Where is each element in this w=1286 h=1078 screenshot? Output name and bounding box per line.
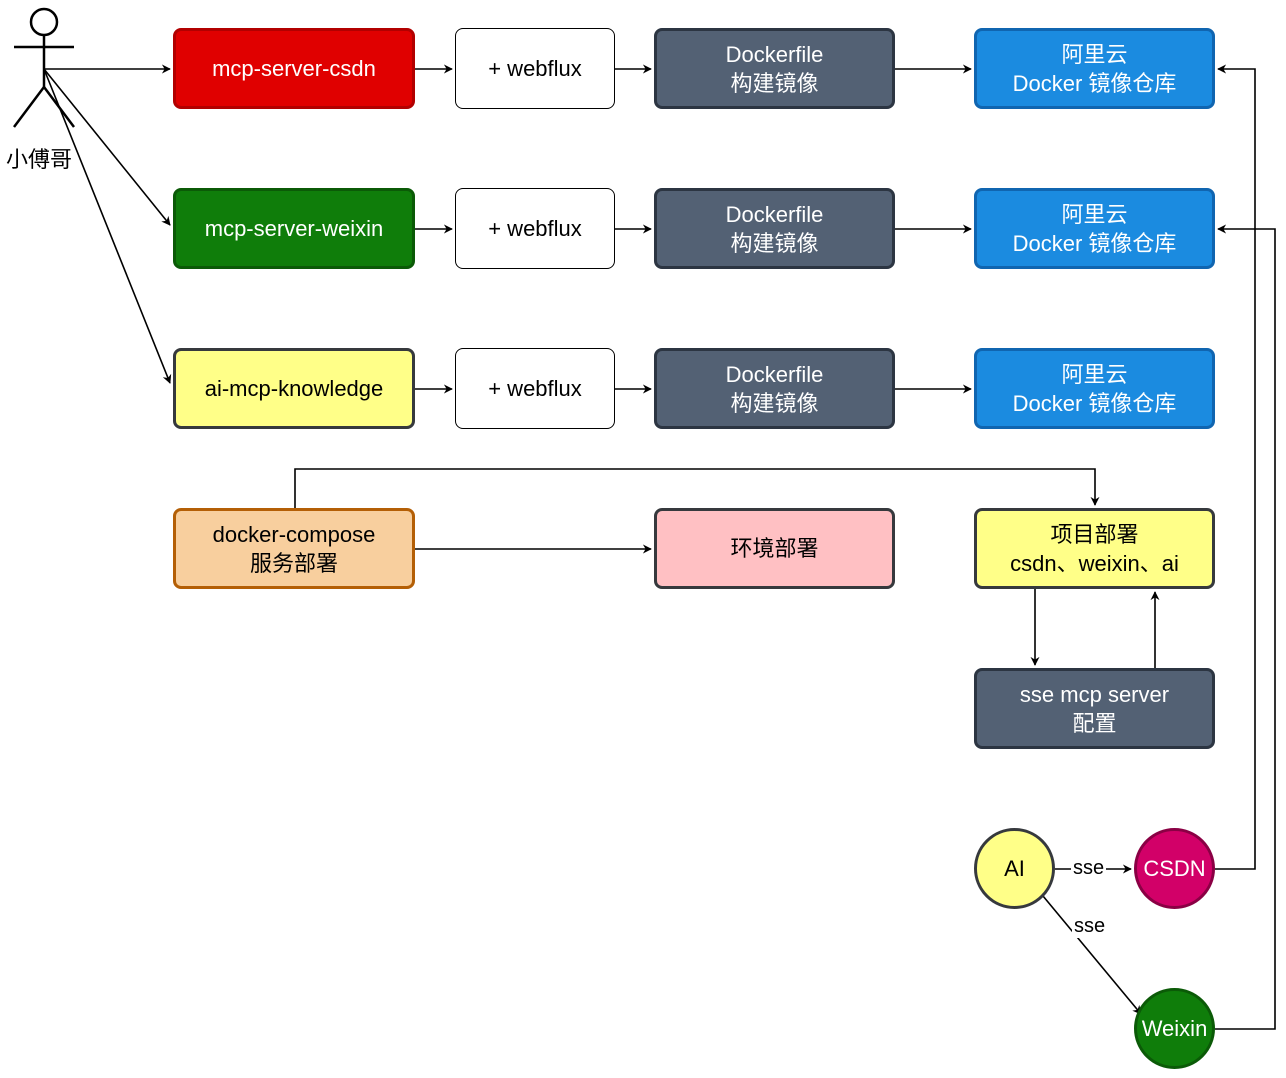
actor-label: 小傅哥 — [6, 147, 73, 172]
node-label: 配置 — [1072, 710, 1117, 736]
node-label: 服务部署 — [249, 550, 338, 576]
node-weixin-circle[interactable]: Weixin — [1134, 988, 1215, 1069]
node-label: 构建镜像 — [730, 230, 819, 256]
actor-icon — [13, 7, 75, 128]
edge-actor-weixin — [43, 68, 171, 226]
node-label: mcp-server-csdn — [212, 56, 376, 81]
edge-weixin-registry2 — [1215, 224, 1276, 1030]
node-webflux-3[interactable]: + webflux — [455, 348, 615, 429]
node-label: 构建镜像 — [730, 390, 819, 416]
node-label: mcp-server-weixin — [204, 216, 384, 241]
node-label: AI — [1004, 855, 1025, 881]
edge-ai-weixin — [1042, 895, 1142, 1015]
node-label: + webflux — [488, 216, 582, 241]
node-project-deploy[interactable]: 项目部署 csdn、weixin、ai — [974, 508, 1215, 589]
node-label: 环境部署 — [730, 536, 819, 561]
node-webflux-2[interactable]: + webflux — [455, 188, 615, 269]
node-label: CSDN — [1143, 855, 1206, 881]
node-registry-1[interactable]: 阿里云 Docker 镜像仓库 — [974, 28, 1215, 109]
node-sse-mcp-config[interactable]: sse mcp server 配置 — [974, 668, 1215, 749]
node-registry-3[interactable]: 阿里云 Docker 镜像仓库 — [974, 348, 1215, 429]
edge-compose-deploy — [294, 468, 1100, 508]
node-label: 构建镜像 — [730, 70, 819, 96]
node-webflux-1[interactable]: + webflux — [455, 28, 615, 109]
node-ai-mcp-knowledge[interactable]: ai-mcp-knowledge — [173, 348, 415, 429]
node-label: 项目部署 — [1050, 521, 1139, 547]
node-dockerfile-3[interactable]: Dockerfile 构建镜像 — [654, 348, 895, 429]
edge-csdn-registry1 — [1215, 64, 1256, 870]
node-label: Weixin — [1141, 1015, 1208, 1041]
node-mcp-server-csdn[interactable]: mcp-server-csdn — [173, 28, 415, 109]
node-env-deploy[interactable]: 环境部署 — [654, 508, 895, 589]
node-label: ai-mcp-knowledge — [204, 376, 384, 401]
node-docker-compose[interactable]: docker-compose 服务部署 — [173, 508, 415, 589]
node-label: Docker 镜像仓库 — [1012, 230, 1177, 256]
node-label: + webflux — [488, 376, 582, 401]
node-mcp-server-weixin[interactable]: mcp-server-weixin — [173, 188, 415, 269]
edge-label-ai-csdn: sse — [1071, 857, 1107, 880]
node-csdn-circle[interactable]: CSDN — [1134, 828, 1215, 909]
node-label: 阿里云 — [1061, 201, 1128, 227]
node-label: Dockerfile — [725, 201, 824, 227]
node-label: 阿里云 — [1061, 361, 1128, 387]
node-label: Docker 镜像仓库 — [1012, 70, 1177, 96]
node-label: 阿里云 — [1061, 41, 1128, 67]
node-dockerfile-2[interactable]: Dockerfile 构建镜像 — [654, 188, 895, 269]
node-dockerfile-1[interactable]: Dockerfile 构建镜像 — [654, 28, 895, 109]
node-ai-circle[interactable]: AI — [974, 828, 1055, 909]
edge-label-ai-weixin: sse — [1072, 915, 1108, 938]
node-label: csdn、weixin、ai — [1010, 550, 1179, 576]
node-label: + webflux — [488, 56, 582, 81]
node-label: Dockerfile — [725, 361, 824, 387]
node-registry-2[interactable]: 阿里云 Docker 镜像仓库 — [974, 188, 1215, 269]
node-label: sse mcp server — [1019, 681, 1170, 707]
node-label: docker-compose — [212, 521, 376, 547]
edge-actor-knowledge — [43, 68, 172, 384]
node-label: Dockerfile — [725, 41, 824, 67]
node-label: Docker 镜像仓库 — [1012, 390, 1177, 416]
